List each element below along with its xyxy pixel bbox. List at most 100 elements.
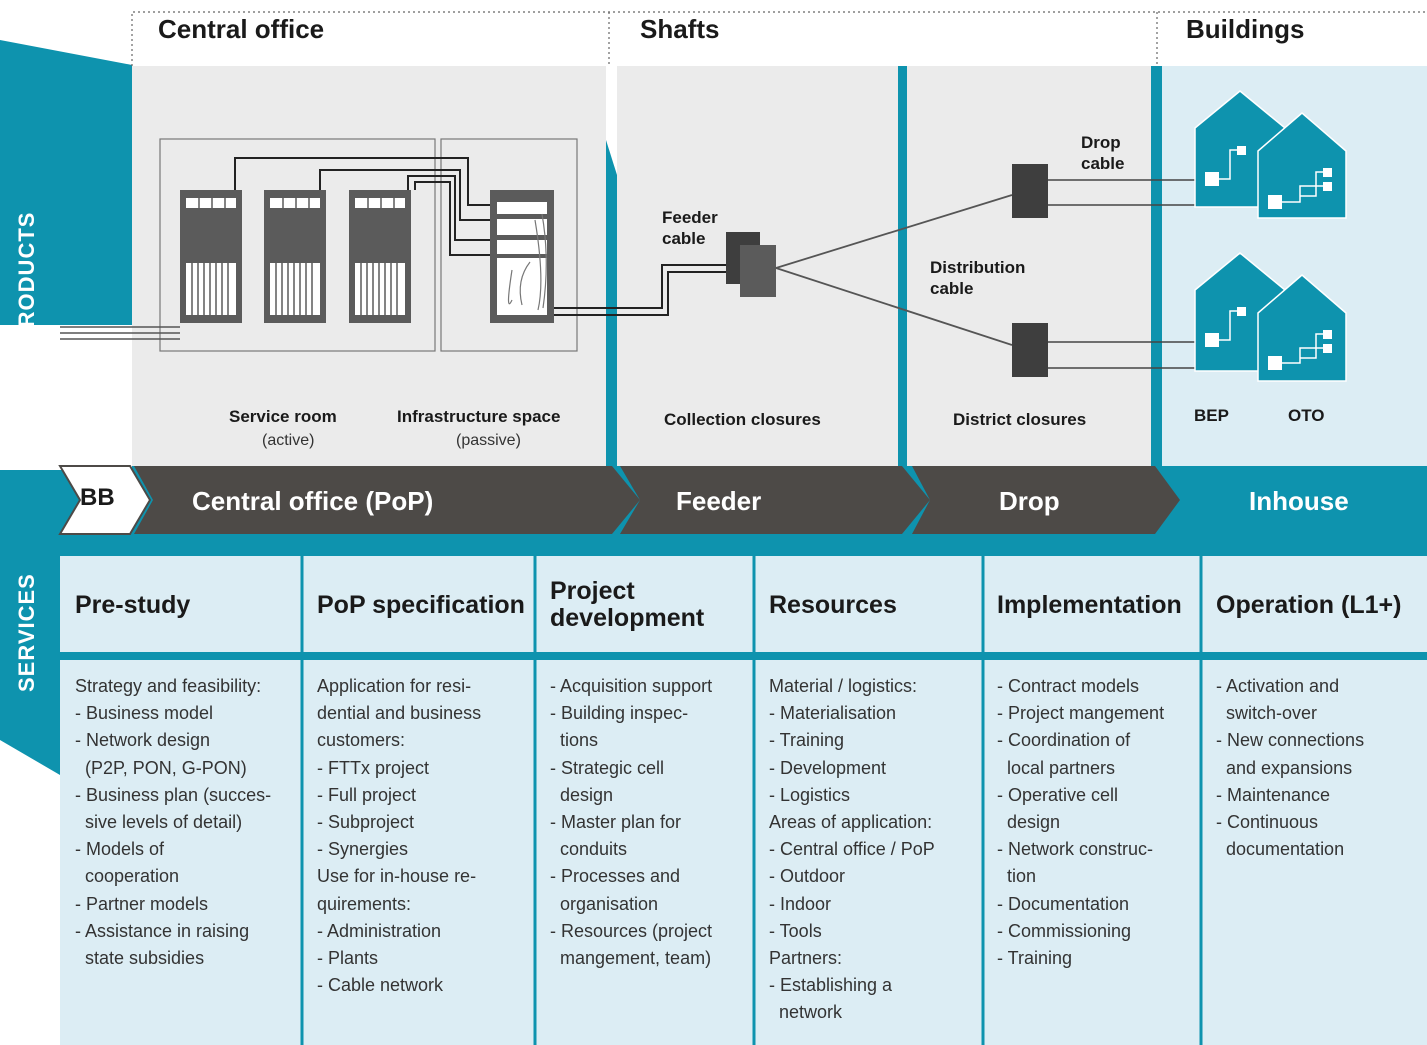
service-list-item: - Full project [317,784,417,805]
infrastructure-space-outline [440,138,578,352]
service-list-implementation: - Contract models- Project mangement- Co… [997,673,1164,972]
panel-divider-2 [898,66,907,466]
service-list-item: - Acquisition support [550,676,713,696]
service-list-item: Areas of application: [769,812,933,833]
active-rack-3 [349,190,411,323]
service-list-item: Material / logistics: [769,676,918,696]
service-list-item: quirements: [317,893,412,914]
service-list-item: - Training [997,948,1073,969]
bep-label: BEP [1194,406,1229,425]
service-list-item: design [550,784,614,805]
service-list-item: tion [997,866,1037,887]
service-title-operation: Operation (L1+) [1216,591,1402,619]
service-list-item: local partners [997,757,1116,778]
service-list-item: mangement, team) [550,948,712,969]
bb-label: BB [80,484,115,511]
service-list-item: - FTTx project [317,757,430,778]
service-list-item: - Contract models [997,676,1140,696]
service-list-item: - Cable network [317,975,444,996]
products-side-label: PRODUCTS [14,211,39,343]
service-list-item: - Subproject [317,812,415,833]
service-list-item: - Central office / PoP [769,839,935,860]
services-dividers [300,556,1203,1045]
district-closure-lower [1012,323,1048,377]
service-list-item: - Establishing a [769,975,893,996]
service-list-item: organisation [550,893,659,914]
bb-chevron [58,465,152,535]
infrastructure-space-label: Infrastructure space [397,407,561,426]
service-list-project-development: - Acquisition support- Building inspec- … [550,673,712,972]
service-list-item: - Logistics [769,784,851,805]
service-list-item: network [769,1002,843,1023]
service-list-item: - Coordination of [997,730,1131,751]
panel-divider-1 [606,140,617,466]
service-list-item: sive levels of detail) [75,812,243,833]
service-title-implementation: Implementation [997,591,1182,619]
services-header-bg [60,556,1427,652]
service-list-item: - Training [769,730,845,751]
active-rack-2 [264,190,326,323]
service-list-item: - Tools [769,920,822,941]
service-list-item: - Maintenance [1216,784,1331,805]
house-upper-front [1257,112,1347,219]
collection-closure-2 [740,245,776,297]
feeder-arrow [620,466,930,534]
service-list-item: tions [550,730,599,751]
drop-label: Drop [999,486,1060,516]
service-list-item: - Synergies [317,839,409,860]
service-list-item: - Master plan for [550,812,682,833]
service-list-item: - Administration [317,920,442,941]
section-shafts: Shafts [640,14,720,44]
service-list-item: and expansions [1216,757,1353,778]
service-list-item: - Building inspec- [550,703,689,724]
services-body-bg [60,660,1427,1045]
service-list-item: conduits [550,839,628,860]
service-list-pre-study: Strategy and feasibility: - Business mode… [75,673,271,972]
service-list-item: (P2P, PON, G-PON) [75,757,247,778]
service-list-item: - Materialisation [769,703,897,724]
section-buildings: Buildings [1186,14,1305,44]
service-title-project-development: Project development [550,577,705,632]
service-list-item: - Documentation [997,893,1130,914]
service-room-label: Service room [229,407,337,426]
service-list-item: - Processes and [550,866,681,887]
service-list-item: - Partner models [75,893,209,914]
oto-label: OTO [1288,406,1325,425]
backbone-lines [60,326,180,340]
service-list-item: customers: [317,730,406,751]
service-list-item: - Development [769,757,887,778]
service-list-item: - Network construc- [997,839,1154,860]
central-office-pop-label: Central office (PoP) [192,486,434,516]
distribution-cables [775,194,1013,346]
section-header-frame [131,11,1427,66]
service-list-item: Strategy and feasibility: [75,676,262,696]
feeder-label: Feeder [676,486,762,516]
service-list-item: design [997,812,1061,833]
service-room-sub: (active) [262,432,315,449]
service-list-item: Use for in-house re- [317,866,477,887]
service-list-item: Partners: [769,948,843,969]
service-room-outline [159,138,436,352]
district-closure-upper [1012,164,1048,218]
drop-arrow [912,466,1180,534]
service-list-item: dential and business [317,703,482,724]
feeder-cables [554,264,742,316]
services-side-label: SERVICES [14,573,39,692]
service-list-item: documentation [1216,839,1345,860]
collection-closures-label: Collection closures [664,410,821,429]
service-list-item: - Commissioning [997,920,1132,941]
central-office-arrow [134,466,640,534]
service-list-item: - Business model [75,703,214,724]
service-list-item: - Plants [317,948,379,969]
service-list-item: - New connections [1216,730,1365,751]
service-list-item: - Assistance in raising [75,920,250,941]
section-central-office: Central office [158,14,325,44]
service-list-pop-specification: Application for resi-dential and busines… [317,673,481,999]
service-list-item: - Business plan (succes- [75,784,272,805]
passive-rack [490,190,554,323]
service-list-item: - Outdoor [769,866,846,887]
feeder-cable-label: Feeder cable [662,208,718,248]
service-title-pop-specification: PoP specification [317,591,525,619]
inhouse-label: Inhouse [1249,486,1349,516]
